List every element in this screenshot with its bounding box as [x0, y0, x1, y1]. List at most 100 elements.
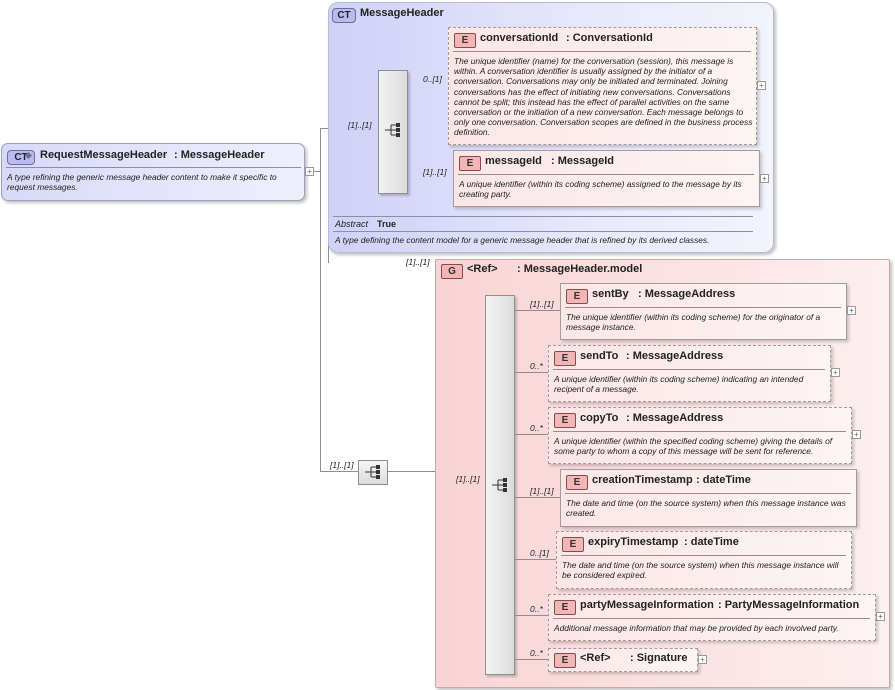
connector-to-messageheader — [320, 128, 328, 129]
element-partymessageinformation[interactable]: E partyMessageInformation : PartyMessage… — [548, 594, 876, 641]
connector-sendto — [514, 372, 548, 373]
element-description: The date and time (on the source system)… — [562, 560, 839, 581]
sequence-icon — [365, 465, 380, 479]
messageid-expand-icon[interactable]: + — [760, 174, 769, 183]
element-sendto[interactable]: E sendTo : MessageAddress A unique ident… — [548, 345, 831, 402]
element-conversationid[interactable]: E conversationId : ConversationId The un… — [448, 27, 757, 145]
root-name: RequestMessageHeader — [40, 149, 168, 161]
sentby-expand-icon[interactable]: + — [847, 306, 856, 315]
sendto-expand-icon[interactable]: + — [831, 368, 840, 377]
element-messageid[interactable]: E messageId : MessageId A unique identif… — [453, 150, 760, 207]
element-badge: E — [554, 413, 576, 428]
element-name: conversationId — [480, 32, 559, 44]
group-ref: <Ref> — [467, 263, 498, 275]
connector-to-seq — [320, 471, 358, 472]
element-description: The unique identifier (name) for the con… — [454, 56, 753, 138]
messageheader-cardinality: [1]..[1] — [348, 120, 372, 130]
element-separator — [553, 369, 825, 370]
connector-seq-to-group — [387, 471, 435, 472]
element-description: The unique identifier (within its coding… — [566, 312, 821, 333]
abstract-value: True — [377, 219, 397, 229]
element-name: <Ref> — [580, 652, 611, 664]
element-name: messageId — [485, 155, 542, 167]
element-separator — [553, 431, 846, 432]
element-sentby[interactable]: E sentBy : MessageAddress The unique ide… — [560, 283, 847, 340]
sendto-cardinality: 0..* — [530, 361, 543, 371]
element-description: A unique identifier (within the specifie… — [554, 436, 833, 457]
root-description: A type refining the generic message head… — [7, 172, 277, 193]
element-badge: E — [554, 351, 576, 366]
expirytimestamp-cardinality: 0..[1] — [530, 548, 549, 558]
abstract-label: Abstract — [335, 219, 369, 229]
element-type: : dateTime — [696, 474, 751, 486]
element-name: sentBy — [592, 288, 629, 300]
element-badge: E — [554, 600, 576, 615]
element-description: Additional message information that may … — [554, 623, 839, 633]
element-separator — [458, 174, 754, 175]
connector-copyto — [514, 434, 548, 435]
element-badge: E — [562, 537, 584, 552]
group-type: : MessageHeader.model — [517, 263, 643, 275]
element-copyto[interactable]: E copyTo : MessageAddress A unique ident… — [548, 407, 852, 464]
element-separator — [565, 307, 841, 308]
element-badge: E — [566, 289, 588, 304]
sequence-icon — [492, 478, 507, 492]
signature-expand-icon[interactable]: + — [698, 655, 707, 664]
partymessageinformation-cardinality: 0..* — [530, 604, 543, 614]
element-type: : MessageAddress — [638, 288, 736, 300]
conversationid-expand-icon[interactable]: + — [757, 81, 766, 90]
abstract-top-separator — [333, 216, 753, 217]
element-description: A unique identifier (within its coding s… — [554, 374, 804, 395]
element-separator — [565, 493, 851, 494]
copyto-expand-icon[interactable]: + — [852, 430, 861, 439]
connector-expirytimestamp — [514, 559, 556, 560]
element-creationtimestamp[interactable]: E creationTimestamp : dateTime The date … — [560, 469, 857, 527]
messageheader-description: A type defining the content model for a … — [335, 235, 710, 245]
root-separator — [6, 167, 301, 168]
element-type: : MessageAddress — [626, 412, 724, 424]
creationtimestamp-cardinality: [1]..[1] — [530, 486, 554, 496]
sentby-cardinality: [1]..[1] — [530, 299, 554, 309]
root-type: : MessageHeader — [174, 149, 265, 161]
element-type: : MessageId — [551, 155, 614, 167]
copyto-cardinality: 0..* — [530, 423, 543, 433]
connector-signature — [514, 659, 548, 660]
model-group-cardinality: [1]..[1] — [406, 257, 430, 267]
element-badge: E — [454, 33, 476, 48]
root-expand-icon[interactable]: + — [305, 167, 314, 176]
messageheader-title: MessageHeader — [360, 7, 444, 19]
element-separator — [561, 555, 846, 556]
messageheader-badge: CT — [332, 8, 356, 23]
element-name: partyMessageInformation — [580, 599, 714, 611]
element-type: : PartyMessageInformation — [718, 599, 860, 611]
element-type: : MessageAddress — [626, 350, 724, 362]
element-name: sendTo — [580, 350, 619, 362]
sequence-cardinality: [1]..[1] — [330, 460, 354, 470]
element-description: The date and time (on the source system)… — [566, 498, 846, 519]
connector-creationtimestamp — [514, 497, 560, 498]
root-complex-type[interactable]: CT RequestMessageHeader : MessageHeader … — [1, 143, 305, 201]
element-name: copyTo — [580, 412, 619, 424]
element-badge: E — [554, 653, 576, 668]
element-expirytimestamp[interactable]: E expiryTimestamp : dateTime The date an… — [556, 531, 852, 589]
element-description: A unique identifier (within its coding s… — [459, 179, 742, 200]
messageheader-sequence-compositor[interactable] — [378, 70, 408, 194]
group-badge: G — [441, 264, 463, 279]
partymessageinformation-expand-icon[interactable]: + — [876, 612, 885, 621]
messageid-cardinality: [1]..[1] — [423, 167, 447, 177]
element-separator — [553, 618, 870, 619]
connector-root-trunk — [320, 128, 321, 471]
element-type: : dateTime — [684, 536, 739, 548]
signature-cardinality: 0..* — [530, 648, 543, 658]
conversationid-cardinality: 0..[1] — [423, 74, 442, 84]
element-name: creationTimestamp — [592, 474, 693, 486]
sequence-icon — [385, 123, 400, 137]
group-inner-cardinality: [1]..[1] — [456, 474, 480, 484]
element-separator — [453, 51, 751, 52]
connector-sentby — [514, 310, 560, 311]
element-name: expiryTimestamp — [588, 536, 679, 548]
element-type: : ConversationId — [566, 32, 653, 44]
connector-partymessageinformation — [514, 615, 548, 616]
element-type: : Signature — [630, 652, 688, 664]
element-signature-ref[interactable]: E <Ref> : Signature — [548, 648, 698, 672]
